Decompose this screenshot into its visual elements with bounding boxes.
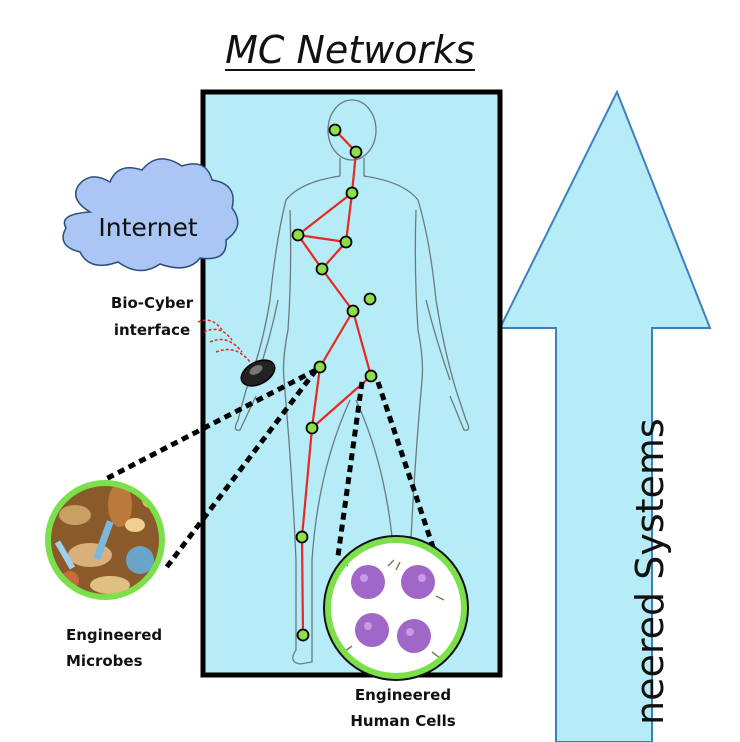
node <box>305 421 319 435</box>
node <box>296 628 310 642</box>
zoom-lines <box>102 367 439 570</box>
node <box>346 304 360 318</box>
node <box>349 145 363 159</box>
diagram-title: MC Networks <box>225 28 475 72</box>
internet-label: Internet <box>98 213 198 242</box>
microbes-image <box>45 480 165 600</box>
node <box>339 235 353 249</box>
human-body-outline <box>234 99 470 665</box>
node <box>291 228 305 242</box>
node <box>295 530 309 544</box>
label-line: Human Cells <box>350 712 456 730</box>
bio-cyber-interface-label: Bio-Cyber interface <box>104 290 200 344</box>
wristband-icon <box>240 359 276 387</box>
signal-waves-icon <box>197 319 251 363</box>
node <box>363 292 377 306</box>
cloud-icon <box>62 158 239 272</box>
label-line: Bio-Cyber <box>110 294 194 312</box>
label-line: Microbes <box>66 652 143 670</box>
node <box>345 186 359 200</box>
node <box>364 369 378 383</box>
node <box>328 123 342 137</box>
engineered-human-cells-label: Engineered Human Cells <box>343 682 463 734</box>
network-nodes <box>291 123 378 642</box>
label-line: interface <box>113 321 191 339</box>
node <box>313 360 327 374</box>
label-line: Engineered <box>66 626 163 644</box>
engineered-microbes-label: Engineered Microbes <box>66 622 162 674</box>
label-line: Engineered <box>354 686 452 704</box>
arrow-label: neered Systems <box>628 418 672 725</box>
arrow-up-icon <box>498 89 712 742</box>
node <box>315 262 329 276</box>
human-cells-image <box>323 535 469 681</box>
